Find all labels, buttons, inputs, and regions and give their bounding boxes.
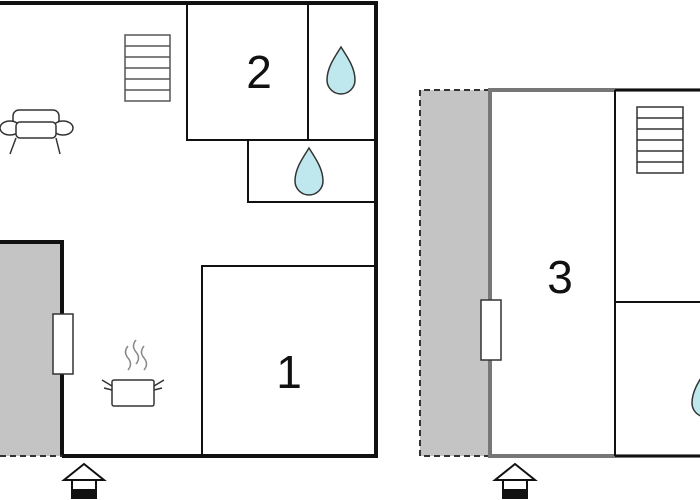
outer-wall-right [488, 88, 700, 458]
cooking-pot-icon [101, 339, 165, 407]
terrace-area-left [0, 242, 62, 456]
terrace-border-left [0, 240, 64, 456]
water-drop-icon [691, 378, 700, 417]
window-left [52, 313, 74, 375]
room-1-number: 1 [276, 346, 302, 398]
sofa-icon [0, 109, 74, 155]
bathroom-small [247, 139, 377, 203]
stairs-icon [636, 106, 684, 174]
floor-right: 3 [419, 88, 700, 499]
window-right [480, 299, 502, 361]
stairs-icon [124, 34, 171, 102]
terrace-dashed-edge-right [419, 89, 490, 457]
room-1 [201, 265, 377, 457]
entrance-icon [492, 462, 538, 499]
water-drop-icon [294, 146, 324, 196]
entrance-icon [61, 462, 107, 499]
room-3-number: 3 [547, 251, 573, 303]
terrace-area-right [420, 90, 490, 456]
floor-left: 2 1 [0, 1, 378, 499]
room-2-number: 2 [246, 46, 272, 98]
water-drop-icon [326, 45, 356, 95]
